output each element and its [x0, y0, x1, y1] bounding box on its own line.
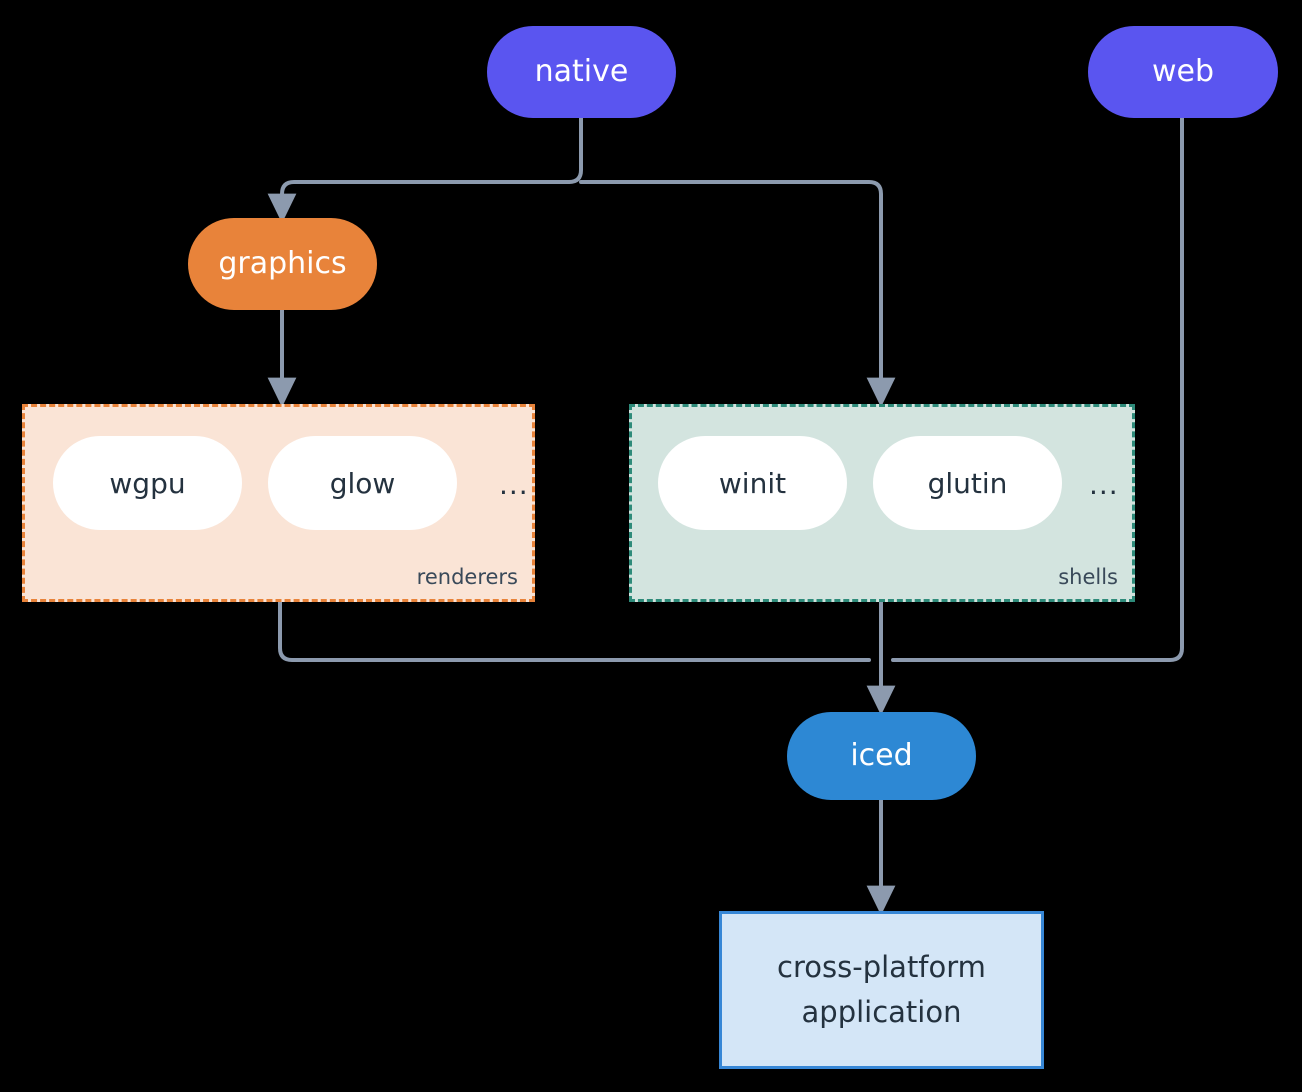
- cluster-renderers-label: renderers: [416, 565, 518, 589]
- node-graphics-label: graphics: [218, 246, 347, 282]
- node-graphics[interactable]: graphics: [188, 218, 377, 310]
- node-iced[interactable]: iced: [787, 712, 976, 800]
- node-glutin[interactable]: glutin: [873, 436, 1062, 530]
- renderers-overflow-ellipsis: ...: [499, 468, 529, 501]
- node-native[interactable]: native: [487, 26, 676, 118]
- node-cross-platform-application[interactable]: cross-platform application: [719, 911, 1044, 1069]
- application-label-line1: cross-platform: [777, 950, 986, 985]
- node-winit-label: winit: [718, 466, 787, 500]
- application-label-line2: application: [801, 995, 962, 1029]
- node-wgpu[interactable]: wgpu: [53, 436, 242, 530]
- node-web[interactable]: web: [1088, 26, 1278, 118]
- cluster-shells: winit glutin ... shells: [629, 404, 1135, 602]
- node-web-label: web: [1151, 54, 1215, 90]
- edge-renderers-to-iced: [278, 600, 871, 662]
- node-iced-label: iced: [850, 738, 913, 774]
- node-winit[interactable]: winit: [658, 436, 847, 530]
- node-wgpu-label: wgpu: [109, 466, 186, 500]
- cluster-renderers: wgpu glow ... renderers: [22, 404, 535, 602]
- node-glutin-label: glutin: [927, 466, 1008, 500]
- node-glow-label: glow: [329, 466, 396, 500]
- cluster-shells-label: shells: [1058, 565, 1118, 589]
- edge-native-to-shells: [579, 180, 896, 408]
- node-native-label: native: [534, 54, 629, 90]
- node-glow[interactable]: glow: [268, 436, 457, 530]
- edge-native-to-graphics: [267, 180, 571, 224]
- edge-native-fork: [567, 116, 583, 184]
- shells-overflow-ellipsis: ...: [1089, 468, 1119, 501]
